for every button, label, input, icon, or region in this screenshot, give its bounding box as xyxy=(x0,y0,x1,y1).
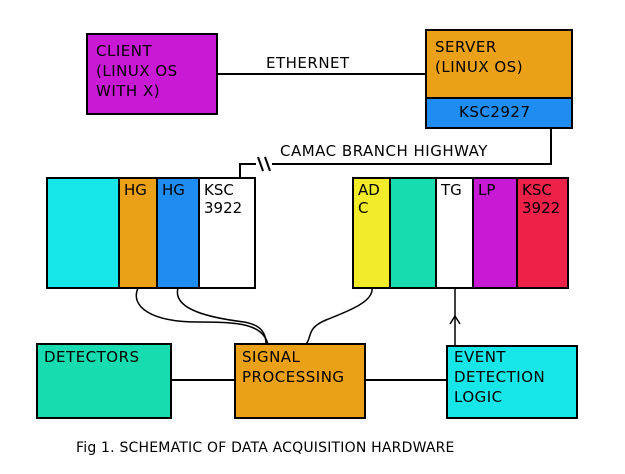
camac-break-mark xyxy=(257,156,271,172)
right-crate-slot-2 xyxy=(391,179,437,287)
hg2-cable xyxy=(176,287,267,345)
left-crate-slot-hg-1: HG xyxy=(120,179,158,287)
camac-branch-highway-label: CAMAC BRANCH HIGHWAY xyxy=(280,142,488,160)
right-crate-slot-lp: LP xyxy=(474,179,518,287)
server-module-label: KSC2927 xyxy=(459,103,531,121)
right-crate-slot-ksc3922: KSC 3922 xyxy=(518,179,567,287)
signal-processing-label: SIGNAL PROCESSING xyxy=(242,348,345,386)
left-crate-slot-hg-2: HG xyxy=(158,179,200,287)
detectors-box: DETECTORS xyxy=(36,343,172,419)
adc-cable xyxy=(305,287,373,345)
server-ksc2927-module: KSC2927 xyxy=(427,97,571,127)
figure-caption: Fig 1. SCHEMATIC OF DATA ACQUISITION HAR… xyxy=(76,440,455,456)
right-crate-slot-adc: AD C xyxy=(354,179,391,287)
event-detection-logic-label: EVENT DETECTION LOGIC xyxy=(454,348,546,406)
event-to-tg-arrow xyxy=(449,314,461,325)
client-label: CLIENT (LINUX OS WITH X) xyxy=(96,42,178,100)
hg1-cable xyxy=(135,287,269,345)
event-detection-logic-box: EVENT DETECTION LOGIC xyxy=(446,345,578,419)
client-box: CLIENT (LINUX OS WITH X) xyxy=(86,33,218,115)
server-label: SERVER (LINUX OS) xyxy=(435,38,524,76)
left-crate: HG HG KSC 3922 xyxy=(46,177,256,289)
server-box: SERVER (LINUX OS) KSC2927 xyxy=(425,29,573,129)
right-crate-slot-tg: TG xyxy=(437,179,474,287)
camac-drop-to-left-crate xyxy=(239,163,256,180)
left-crate-slot-1 xyxy=(48,179,120,287)
left-crate-slot-ksc3922: KSC 3922 xyxy=(200,179,254,287)
detectors-label: DETECTORS xyxy=(44,348,140,366)
right-crate: AD C TG LP KSC 3922 xyxy=(352,177,569,289)
ethernet-label: ETHERNET xyxy=(266,54,350,72)
camac-branch-highway xyxy=(272,128,552,165)
signal-processing-box: SIGNAL PROCESSING xyxy=(234,343,366,419)
